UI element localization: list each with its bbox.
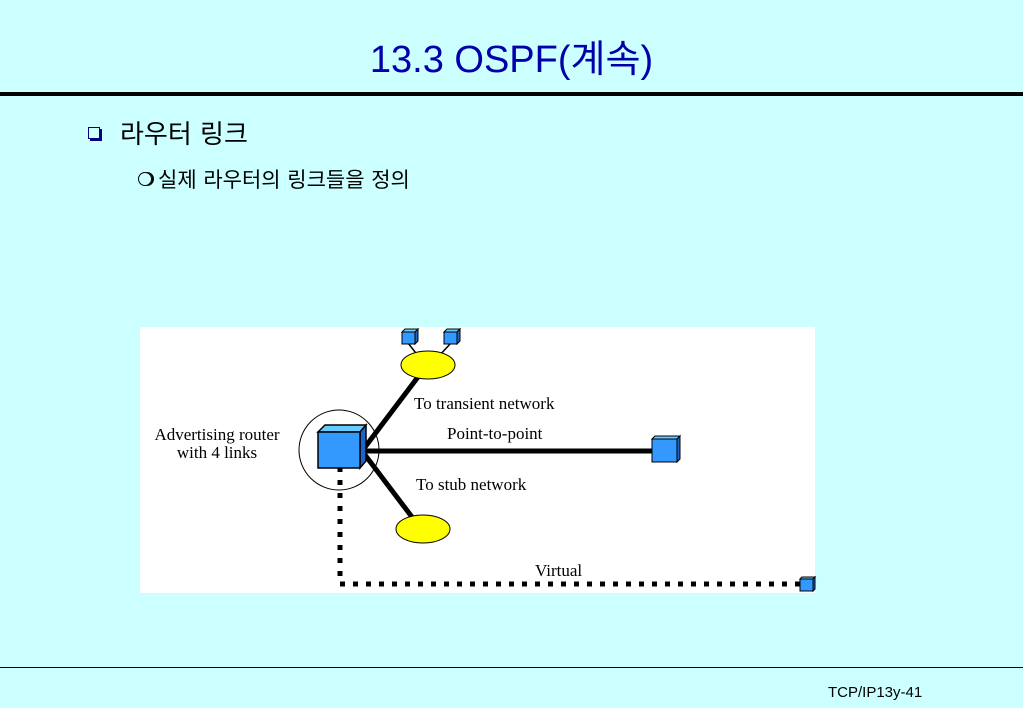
transient-host-1-icon: [400, 327, 420, 346]
router-label-line2: with 4 links: [177, 443, 257, 462]
stub-link-label: To stub network: [416, 475, 527, 494]
diagram-canvas: Advertising router with 4 links To trans…: [154, 327, 817, 593]
bullet-sub: 실제 라우터의 링크들을 정의: [138, 164, 410, 194]
transient-host-2-icon: [442, 327, 462, 346]
transient-link-line: [360, 367, 426, 453]
bullet-main: 라우터 링크: [88, 114, 248, 151]
slide-title: 13.3 OSPF(계속): [369, 39, 654, 81]
transient-link-label: To transient network: [414, 394, 555, 413]
router-links-diagram: Advertising router with 4 links To trans…: [140, 327, 817, 593]
slide-footer: TCP/IP13y-41: [828, 684, 923, 701]
virtual-link-line: [337, 467, 802, 587]
router-label-line1: Advertising router: [154, 425, 279, 444]
point-to-point-label: Point-to-point: [447, 424, 543, 443]
square-bullet-icon: [88, 126, 100, 139]
bullet-sub-text: 실제 라우터의 링크들을 정의: [158, 168, 410, 192]
title-divider: [0, 92, 1023, 96]
virtual-link-label: Virtual: [535, 561, 582, 580]
circle-bullet-icon: [138, 172, 152, 186]
stub-network-ellipse: [395, 514, 451, 544]
stub-link-line: [360, 449, 417, 523]
footer-divider: [0, 667, 1023, 668]
virtual-link-router-icon: [798, 575, 817, 593]
bullet-main-text: 라우터 링크: [120, 120, 248, 150]
transient-network-ellipse: [400, 350, 456, 380]
advertising-router-icon: [316, 422, 368, 471]
point-to-point-router-icon: [650, 434, 682, 464]
